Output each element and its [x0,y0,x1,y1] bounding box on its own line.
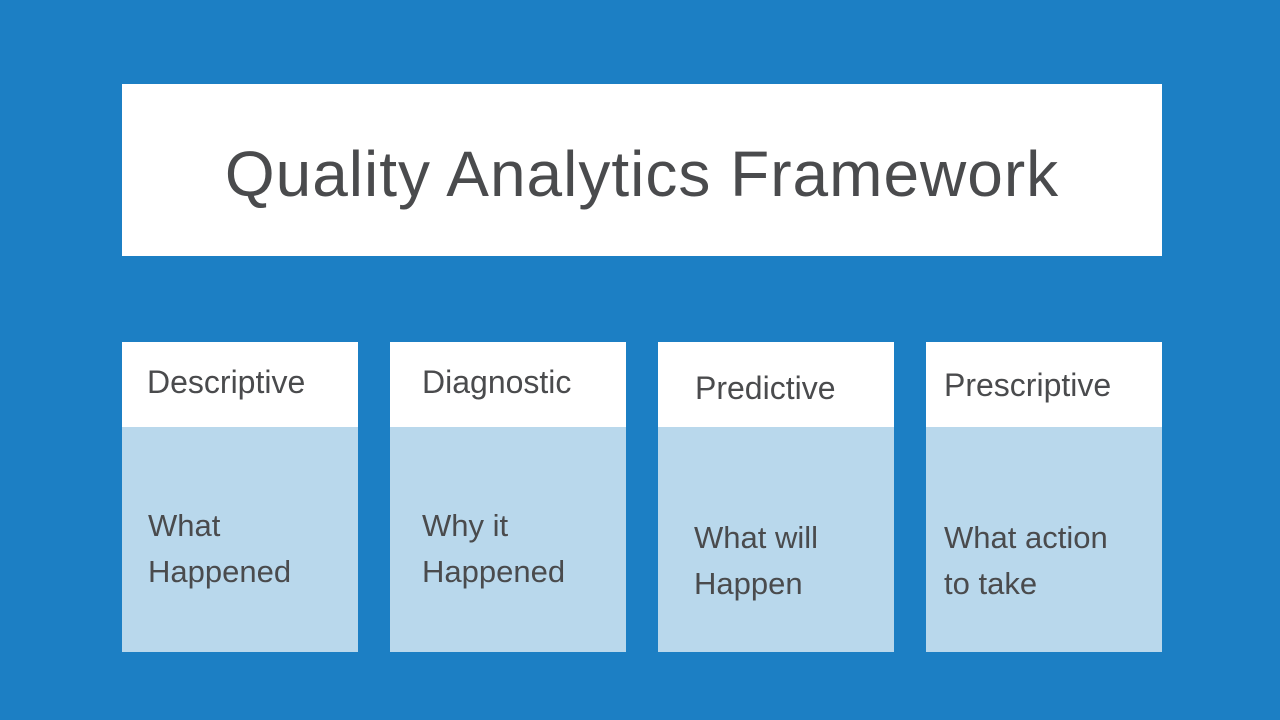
card-descriptive: Descriptive What Happened [122,342,358,652]
card-header: Prescriptive [926,342,1162,427]
card-header-label: Diagnostic [422,364,572,400]
analytics-columns: Descriptive What Happened Diagnostic Why… [122,342,1162,652]
card-body: Why it Happened [390,427,626,652]
card-predictive: Predictive What will Happen [658,342,894,652]
card-body-text: What action to take [944,520,1108,601]
card-body-text: What Happened [148,508,292,589]
card-body: What will Happen [658,427,894,652]
card-body-text: What will Happen [694,520,819,601]
card-body: What Happened [122,427,358,652]
title-box: Quality Analytics Framework [122,84,1162,256]
card-body-text: Why it Happened [422,508,566,589]
card-header-label: Predictive [695,370,836,406]
card-body: What action to take [926,427,1162,652]
card-diagnostic: Diagnostic Why it Happened [390,342,626,652]
slide-title: Quality Analytics Framework [224,138,1060,210]
card-prescriptive: Prescriptive What action to take [926,342,1162,652]
card-header: Descriptive [122,342,358,427]
card-header: Predictive [658,342,894,427]
card-header-label: Descriptive [147,364,306,400]
card-header-label: Prescriptive [944,367,1112,403]
card-header: Diagnostic [390,342,626,427]
